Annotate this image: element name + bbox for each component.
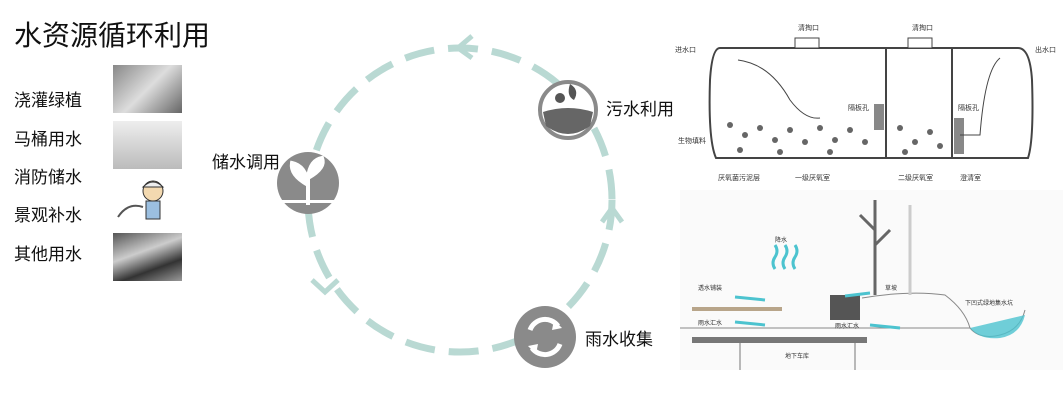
- arrow-icon: [310, 278, 340, 296]
- cartoon-photo: [113, 177, 182, 225]
- use-other: 其他用水: [14, 245, 82, 265]
- label-rain: 雨水收集: [585, 330, 653, 350]
- use-fire: 消防储水: [14, 168, 82, 188]
- label-sewage: 污水利用: [606, 100, 674, 120]
- label-chamber-2: 二级厌氧室: [898, 173, 933, 182]
- use-irrigation: 浇灌绿植: [14, 91, 82, 111]
- label-collect-1: 雨水汇水: [698, 319, 722, 327]
- use-toilet: 马桶用水: [14, 130, 82, 150]
- label-pavement: 透水铺装: [698, 284, 722, 292]
- label-inlet: 进水口: [675, 45, 696, 54]
- toilet-photo: [113, 121, 182, 169]
- label-baffle-1: 隔板孔: [848, 103, 869, 112]
- label-cleanout-1: 清掏口: [798, 23, 819, 32]
- label-collect-2: 雨水汇水: [835, 322, 859, 330]
- use-landscape: 景观补水: [14, 206, 82, 226]
- label-grass: 草坡: [885, 284, 897, 292]
- label-pit: 下凹式绿地集水坑: [965, 299, 1013, 307]
- arrow-icon: [453, 34, 474, 61]
- label-baffle-2: 隔板孔: [958, 103, 979, 112]
- label-garage: 地下车库: [785, 352, 809, 360]
- irrigation-photo: [113, 65, 182, 113]
- page-title: 水资源循环利用: [14, 19, 211, 52]
- rain-recycle-icon: [514, 306, 576, 368]
- septic-tank-diagram: 进水口 出水口 清掏口 清掏口 隔板孔 隔板孔 生物填料 厌氧菌污泥层 一级厌氧…: [675, 23, 1056, 182]
- label-filler: 生物填料: [678, 136, 706, 145]
- label-outlet: 出水口: [1035, 45, 1056, 54]
- rainwater-diagram: 降水 透水铺装 雨水汇水 雨水汇水 草坡 下凹式绿地集水坑 地下车库: [680, 190, 1063, 370]
- label-cleanout-2: 清掏口: [912, 23, 933, 32]
- sewage-icon: [538, 80, 598, 140]
- label-storage: 储水调用: [212, 153, 280, 173]
- label-sludge: 厌氧菌污泥层: [718, 173, 760, 182]
- label-chamber-1: 一级厌氧室: [795, 173, 830, 182]
- label-clear: 澄清室: [960, 173, 981, 182]
- plant-icon: [277, 152, 339, 214]
- other-photo: [113, 233, 182, 281]
- label-rainfall: 降水: [775, 236, 787, 244]
- arrow-icon: [599, 203, 625, 224]
